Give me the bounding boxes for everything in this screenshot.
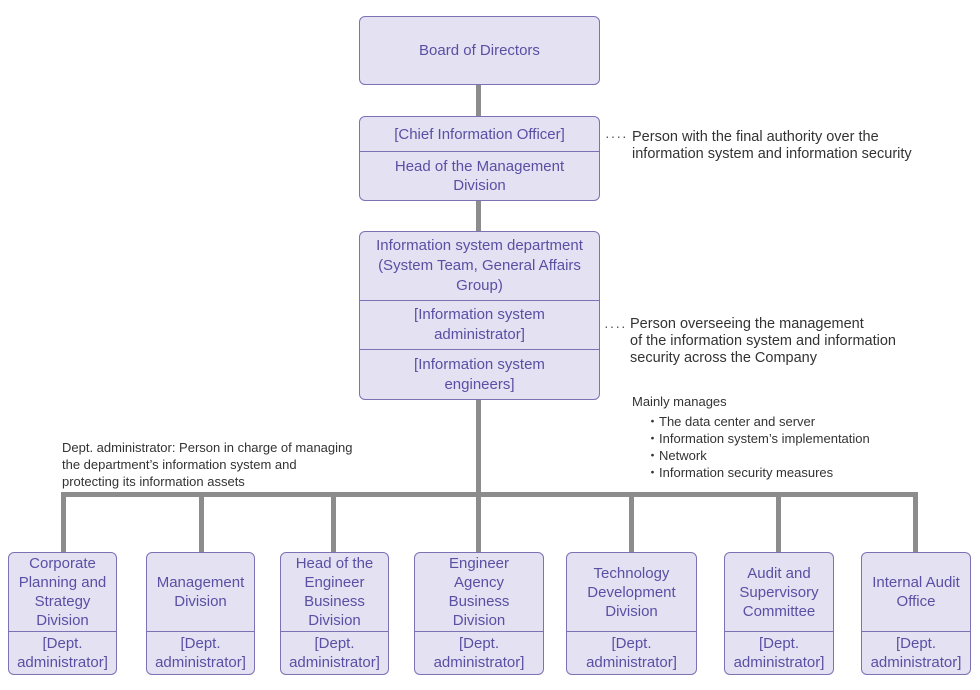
division-divider <box>567 631 696 632</box>
division-name: Technology Development Division <box>587 564 676 620</box>
drop-2 <box>199 492 204 554</box>
dept-note-line1: Dept. administrator: Person in charge of… <box>62 440 353 455</box>
manages-item-text: Information security measures <box>659 465 834 480</box>
cio-note-line2: information system and information secur… <box>632 146 912 162</box>
division-box-audit-committee: Audit and Supervisory Committee [Dept. a… <box>724 552 834 675</box>
cio-note: Person with the final authority over the… <box>632 129 912 163</box>
dept-note-line3: protecting its information assets <box>62 474 245 489</box>
division-admin: [Dept. administrator] <box>870 635 962 671</box>
division-box-engineer-business: Head of the Engineer Business Division [… <box>280 552 389 675</box>
drop-3 <box>331 492 336 554</box>
division-divider <box>9 631 116 632</box>
division-box-engineer-agency: Engineer Agency Business Division [Dept.… <box>414 552 544 675</box>
information-system-department-box: Information system department (System Te… <box>359 231 600 400</box>
mainly-manages-block: Mainly manages ・The data center and serv… <box>632 393 870 481</box>
manages-item: ・Information security measures <box>646 465 834 480</box>
isd-divider-2 <box>360 349 599 350</box>
cio-role: Head of the Management Division <box>394 158 565 194</box>
drop-5 <box>629 492 634 554</box>
drop-1 <box>61 492 66 554</box>
isd-eng-line1: [Information system <box>414 355 545 373</box>
drop-7 <box>913 492 918 554</box>
dept-administrator-note: Dept. administrator: Person in charge of… <box>62 439 353 490</box>
division-name: Internal Audit Office <box>872 574 960 610</box>
division-box-management: Management Division [Dept. administrator… <box>146 552 255 675</box>
division-divider <box>281 631 388 632</box>
isd-name-line1: Information system department <box>376 237 583 254</box>
mainly-manages-title: Mainly manages <box>632 394 727 409</box>
isd-admin-line1: [Information system <box>414 306 545 323</box>
connector-cio-isd <box>476 200 481 231</box>
isd-note: Person overseeing the management of the … <box>630 316 896 367</box>
cio-divider <box>360 151 599 152</box>
division-name: Corporate Planning and Strategy Division <box>18 555 107 629</box>
isd-name-line2: (System Team, General Affairs <box>378 257 581 274</box>
isd-name: Information system department (System Te… <box>360 232 599 300</box>
division-admin: [Dept. administrator] <box>289 635 380 671</box>
division-admin: [Dept. administrator] <box>17 635 108 671</box>
division-divider <box>862 631 970 632</box>
division-box-internal-audit: Internal Audit Office [Dept. administrat… <box>861 552 971 675</box>
isd-admin-line2: administrator] <box>434 326 525 343</box>
isd-note-leader: ···· <box>604 318 627 334</box>
board-label: Board of Directors <box>419 42 540 59</box>
division-admin: [Dept. administrator] <box>733 635 825 671</box>
isd-divider-1 <box>360 300 599 301</box>
isd-administrator: [Information system administrator] <box>360 301 599 349</box>
connector-isd-bus <box>476 399 481 493</box>
dept-note-line2: the department’s information system and <box>62 457 297 472</box>
division-admin: [Dept. administrator] <box>586 635 677 671</box>
isd-note-line1: Person overseeing the management <box>630 316 864 332</box>
cio-note-leader: ···· <box>605 128 628 144</box>
isd-name-line3: Group) <box>456 277 503 294</box>
drop-4 <box>476 492 481 554</box>
manages-item: ・Network <box>646 448 707 463</box>
division-divider <box>725 631 833 632</box>
division-bus-line <box>61 492 918 497</box>
division-divider <box>415 631 543 632</box>
isd-note-line3: security across the Company <box>630 350 817 366</box>
manages-item-text: The data center and server <box>659 414 816 429</box>
manages-item: ・Information system’s implementation <box>646 431 870 446</box>
connector-board-cio <box>476 84 481 117</box>
manages-item-text: Information system’s implementation <box>659 431 870 446</box>
division-divider <box>147 631 254 632</box>
isd-note-line2: of the information system and informatio… <box>630 333 896 349</box>
division-name: Engineer Agency Business Division <box>448 555 510 629</box>
cio-box: [Chief Information Officer] Head of the … <box>359 116 600 201</box>
manages-item-text: Network <box>659 448 707 463</box>
cio-note-line1: Person with the final authority over the <box>632 129 879 145</box>
isd-eng-line2: engineers] <box>444 375 515 393</box>
division-box-corporate-planning: Corporate Planning and Strategy Division… <box>8 552 117 675</box>
cio-title: [Chief Information Officer] <box>394 125 565 143</box>
division-box-technology-development: Technology Development Division [Dept. a… <box>566 552 697 675</box>
drop-6 <box>776 492 781 554</box>
division-name: Management Division <box>156 574 245 610</box>
isd-engineers: [Information system engineers] <box>360 350 599 399</box>
division-admin: [Dept. administrator] <box>155 635 246 671</box>
division-name: Head of the Engineer Business Division <box>295 555 374 629</box>
manages-item: ・The data center and server <box>646 414 816 429</box>
board-of-directors-box: Board of Directors <box>359 16 600 85</box>
division-name: Audit and Supervisory Committee <box>739 564 819 620</box>
division-admin: [Dept. administrator] <box>433 635 525 671</box>
